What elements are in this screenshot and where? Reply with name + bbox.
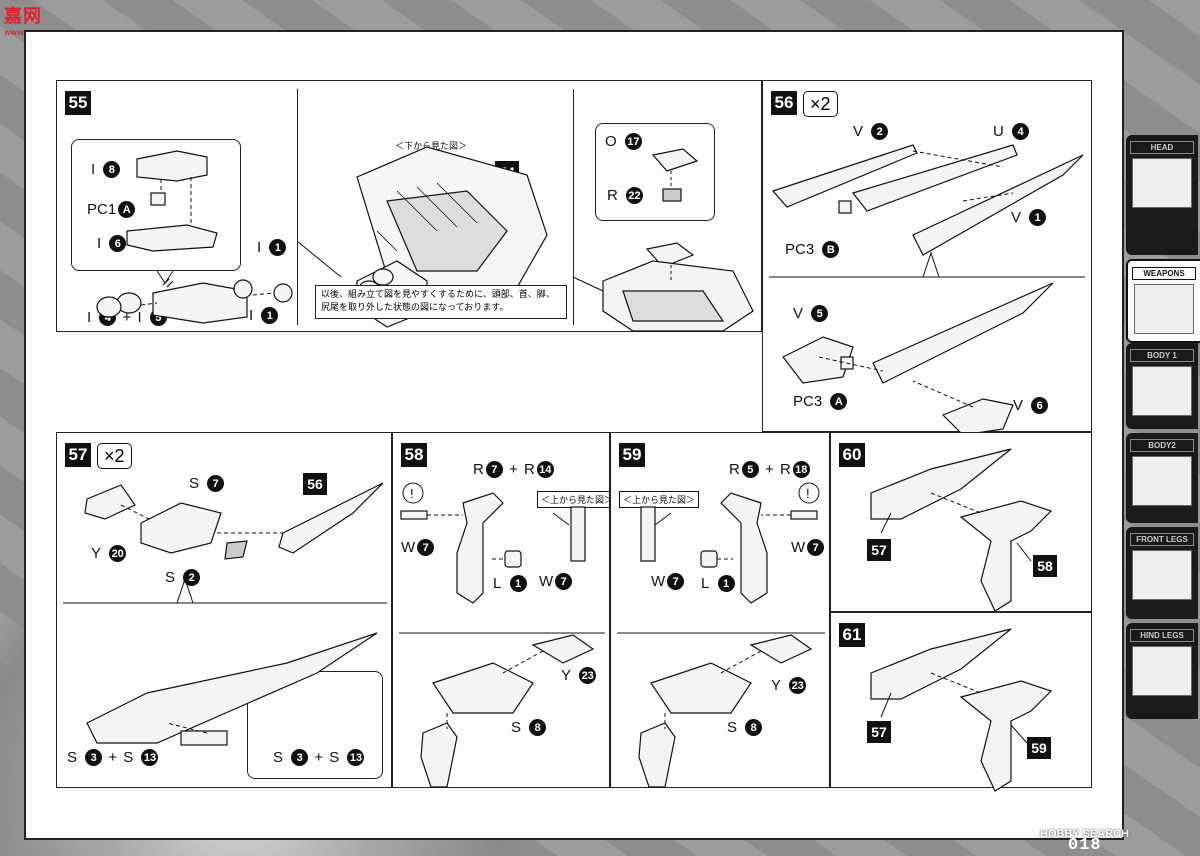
multiplier-badge: ×2 [803,91,838,117]
tab-thumbnail [1132,646,1192,696]
assembly-drawing [572,148,754,332]
view-caption: ＜上から見た図＞ [619,491,700,508]
part-label: L 1 [493,575,527,592]
tab-front-legs[interactable]: FRONT LEGS [1126,527,1198,619]
tab-label: HIND LEGS [1130,629,1194,642]
part-label: PC3 A [793,393,848,410]
step-61-panel: 61 57 59 [830,612,1092,792]
part-label: Y 23 [561,667,597,684]
part-label: R 22 [607,187,644,204]
tab-weapons[interactable]: WEAPONS [1126,259,1200,343]
tab-hind-legs[interactable]: HIND LEGS [1126,623,1198,719]
watermark-hobby-search: HOBBY SEARCH [1040,828,1130,840]
tab-body-1[interactable]: BODY 1 [1126,343,1198,429]
inset-box [595,123,715,221]
part-label: Y 23 [771,677,807,694]
step-number: 60 [839,443,865,467]
part-drawing [63,482,387,746]
tab-body-2[interactable]: BODY2 [1126,433,1198,523]
part-label: S 3 + S 13 [273,749,365,766]
watermark-logo-text: 嘉网 [4,6,42,27]
part-label: I 6 [97,235,127,252]
part-label: S 3 + S 13 [67,749,159,766]
step-number: 55 [65,91,91,115]
assembly-note: 以後、組み立て図を見やすくするために、頭部、首、脚、尻尾を取り外した状態の図にな… [315,285,567,319]
part-label: S 2 [165,569,201,586]
step-number: 56 [771,91,797,115]
ref-step-number: 56 [303,473,327,495]
ref-step-number: 57 [867,539,891,561]
tab-label: HEAD [1130,141,1194,154]
step-number: 59 [619,443,645,467]
tab-thumbnail [1134,284,1194,334]
part-label: S 8 [727,719,763,736]
part-label: Y 20 [91,545,127,562]
part-label: V 6 [1013,397,1049,414]
step-number: 61 [839,623,865,647]
part-label: U 4 [993,123,1030,140]
tab-head[interactable]: HEAD [1126,135,1198,255]
ref-step-number: 58 [1033,555,1057,577]
part-drawing [870,448,1053,612]
svg-text:!: ! [806,486,810,501]
tab-thumbnail [1132,366,1192,416]
part-drawing: ! [617,482,825,788]
step-60-panel: 60 57 58 [830,432,1092,612]
part-label: V 1 [1011,209,1047,226]
step-number: 58 [401,443,427,467]
tab-label: BODY2 [1130,439,1194,452]
divider [573,89,574,325]
tab-label: WEAPONS [1132,267,1196,280]
tab-thumbnail [1132,158,1192,208]
tab-label: BODY 1 [1130,349,1194,362]
step-number: 57 [65,443,91,467]
section-tabs: HEAD WEAPONS BODY 1 BODY2 FRONT LEGS HIN… [1122,135,1200,825]
part-label: S 8 [511,719,547,736]
part-label: S 7 [189,475,225,492]
part-label: PC3 B [785,241,840,258]
part-drawing [769,144,1085,436]
part-drawing: ! [399,482,605,788]
step-57-panel: 57 ×2 56 S 7 Y 20 S 2 S 3 + S 13 S 3 + S… [56,432,392,788]
multiplier-badge: ×2 [97,443,132,469]
tab-label: FRONT LEGS [1130,533,1194,546]
part-label: I 8 [91,161,121,178]
part-label: V 2 [853,123,889,140]
part-label: I 1 [257,239,287,256]
tab-thumbnail [1132,550,1192,600]
ref-step-number: 59 [1027,737,1051,759]
view-caption: ＜下から見た図＞ [395,142,468,152]
divider [297,89,298,325]
tab-thumbnail [1132,456,1192,506]
step-56-panel: 56 ×2 V 2 U 4 PC3 B V 1 V 5 PC3 A V 6 [762,80,1092,436]
part-label: I 1 [249,307,279,324]
svg-text:!: ! [410,486,414,501]
ref-step-number: 57 [867,721,891,743]
part-label: O 17 [605,133,642,150]
part-drawing [96,150,293,324]
part-label: V 5 [793,305,829,322]
page-number: 018 [1068,836,1102,855]
part-drawing [870,628,1053,792]
part-label: L 1 [701,575,735,592]
